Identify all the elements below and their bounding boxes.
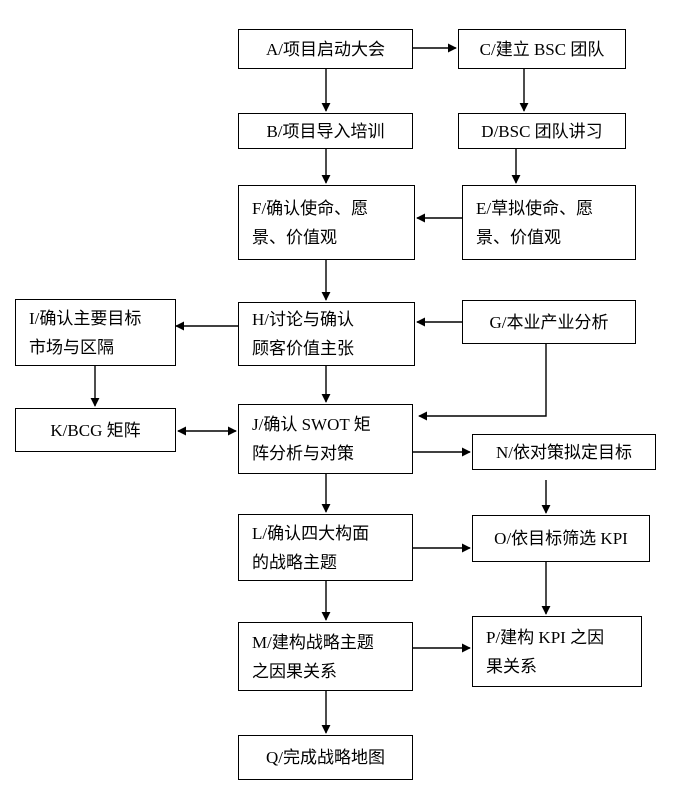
node-h-customer-value-proposition: H/讨论与确认 顾客价值主张 — [238, 302, 415, 366]
node-q-complete-strategy-map: Q/完成战略地图 — [238, 735, 413, 780]
node-i-target-market-segments: I/确认主要目标 市场与区隔 — [15, 299, 176, 366]
node-d-bsc-team-workshop: D/BSC 团队讲习 — [458, 113, 626, 149]
node-n-set-objectives: N/依对策拟定目标 — [472, 434, 656, 470]
node-b-project-training: B/项目导入培训 — [238, 113, 413, 149]
node-f-confirm-mission-vision: F/确认使命、愿 景、价值观 — [238, 185, 415, 260]
arrow-g-to-j — [418, 344, 547, 421]
node-o-select-kpi: O/依目标筛选 KPI — [472, 515, 650, 562]
node-c-build-bsc-team: C/建立 BSC 团队 — [458, 29, 626, 69]
node-m-theme-causality: M/建构战略主题 之因果关系 — [238, 622, 413, 691]
node-j-swot-matrix: J/确认 SWOT 矩 阵分析与对策 — [238, 404, 413, 474]
node-k-bcg-matrix: K/BCG 矩阵 — [15, 408, 176, 452]
node-g-industry-analysis: G/本业产业分析 — [462, 300, 636, 344]
node-a-project-kickoff: A/项目启动大会 — [238, 29, 413, 69]
node-p-kpi-causality: P/建构 KPI 之因 果关系 — [472, 616, 642, 687]
node-l-strategic-themes: L/确认四大构面 的战略主题 — [238, 514, 413, 581]
node-e-draft-mission-vision: E/草拟使命、愿 景、价值观 — [462, 185, 636, 260]
